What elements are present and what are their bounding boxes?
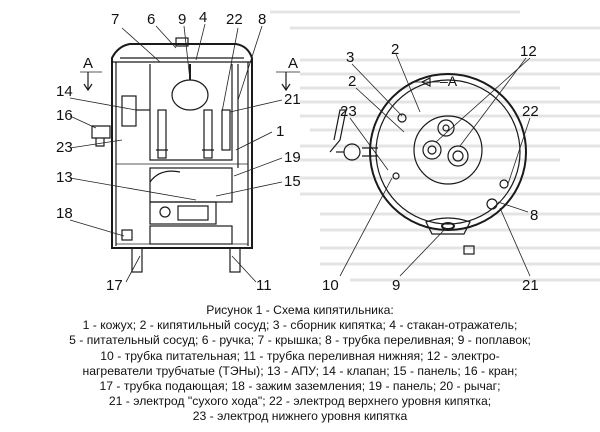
callout-18: 18 [56, 205, 73, 222]
callout-10: 10 [322, 277, 339, 294]
callout-21-plan: 21 [522, 277, 539, 294]
callout-2-lower: 2 [348, 73, 356, 90]
boiling-vessel [149, 64, 233, 161]
lever-shape [329, 109, 347, 153]
callout-2-upper: 2 [391, 41, 399, 58]
heater-ring-a [422, 140, 442, 160]
callout-1: 1 [276, 123, 284, 140]
callout-8-plan: 8 [530, 207, 538, 224]
callout-8: 8 [258, 11, 266, 28]
handle-shape [175, 37, 189, 47]
callout-3: 3 [346, 49, 354, 66]
callout-15: 15 [284, 173, 301, 190]
callout-23: 23 [56, 139, 73, 156]
vessel-outer-ring [369, 73, 527, 231]
float-shape [171, 79, 209, 111]
caption-line-1: 1 - кожух; 2 - кипятильный сосуд; 3 - сб… [82, 318, 518, 333]
section-marker-a: –A [440, 73, 458, 89]
caption-line-4: нагреватели трубчатые (ТЭНы); 13 - АПУ; … [82, 363, 518, 378]
callout-22: 22 [226, 11, 243, 28]
callout-6: 6 [147, 11, 155, 28]
automatic-control-unit [149, 201, 217, 225]
section-label-a-left: A [83, 55, 93, 72]
plan-view-section-a [329, 53, 531, 277]
callout-21: 21 [284, 91, 301, 108]
callout-numbers: 7 6 9 4 22 8 A A 14 16 23 21 1 19 13 15 … [56, 9, 539, 294]
feed-pipe-fitting [343, 143, 361, 161]
callout-22-plan: 22 [522, 103, 539, 120]
float-chamber [425, 217, 471, 235]
callout-11: 11 [256, 277, 272, 294]
section-label-a-right: A [288, 55, 298, 72]
caption-line-3: 10 - трубка питательная; 11 - трубка пер… [100, 348, 500, 363]
callout-17: 17 [106, 277, 123, 294]
front-view [69, 23, 300, 283]
leader-lines-plan [339, 53, 531, 277]
boiler-schematic: 7 6 9 4 22 8 A A 14 16 23 21 1 19 13 15 … [56, 9, 539, 294]
callout-14: 14 [56, 83, 73, 100]
caption-line-7: 23 - электрод нижнего уровня кипятка [192, 409, 408, 424]
caption-line-6: 21 - электрод "сухого хода"; 22 - электр… [108, 394, 492, 409]
heater-ring-b [447, 145, 469, 167]
caption-line-5: 17 - трубка подающая; 18 - зажим заземле… [99, 379, 501, 394]
callout-16: 16 [56, 107, 73, 124]
foot-left [131, 247, 143, 273]
callout-23-plan: 23 [340, 103, 357, 120]
figure-caption: Рисунок 1 - Схема кипятильника: 1 - кожу… [0, 303, 600, 425]
callout-7: 7 [111, 11, 119, 28]
callout-9: 9 [178, 11, 186, 28]
caption-line-2: 5 - питательный сосуд; 6 - ручка; 7 - кр… [69, 333, 531, 348]
callout-4: 4 [199, 9, 207, 26]
boiling-vessel-ring [413, 115, 483, 185]
foot-right [229, 247, 241, 273]
callout-19: 19 [284, 149, 301, 166]
caption-title: Рисунок 1 - Схема кипятильника: [206, 303, 394, 317]
callout-12: 12 [520, 43, 537, 60]
leader-lines-front [69, 23, 283, 283]
callout-13: 13 [56, 169, 73, 186]
callout-9-plan: 9 [392, 277, 400, 294]
tap-shape [91, 125, 111, 147]
casing-outline [111, 43, 253, 249]
